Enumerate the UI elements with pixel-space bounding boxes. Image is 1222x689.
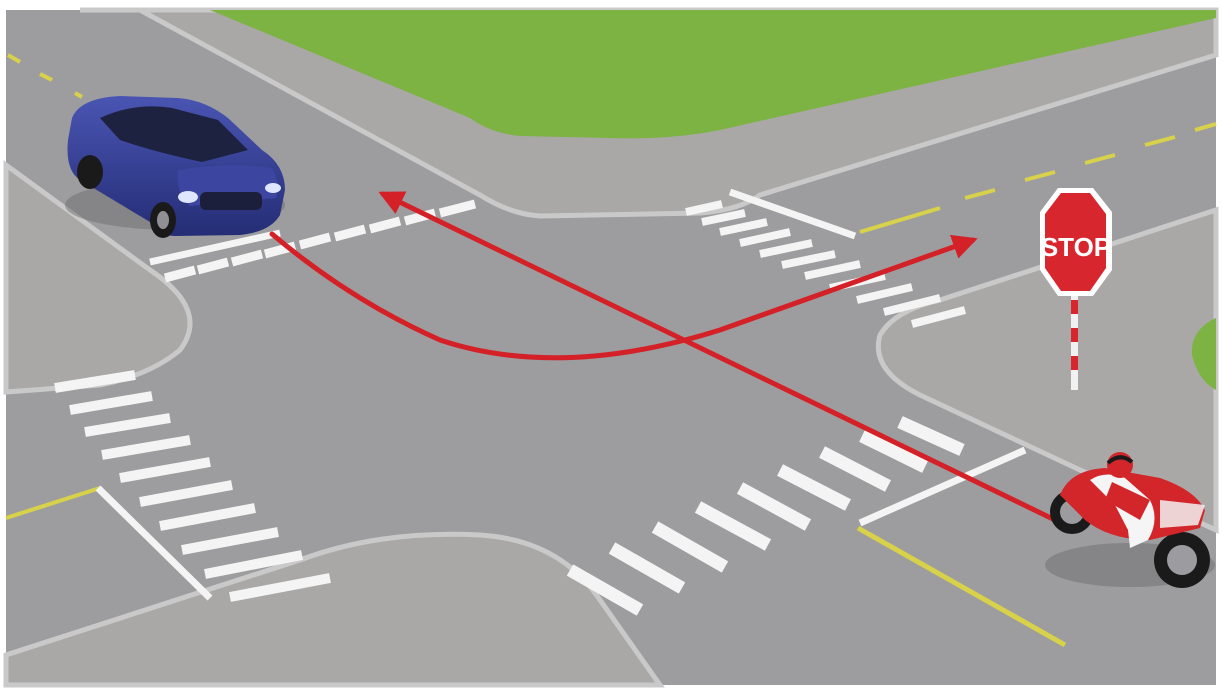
stop-sign-text: STOP — [1041, 232, 1111, 262]
